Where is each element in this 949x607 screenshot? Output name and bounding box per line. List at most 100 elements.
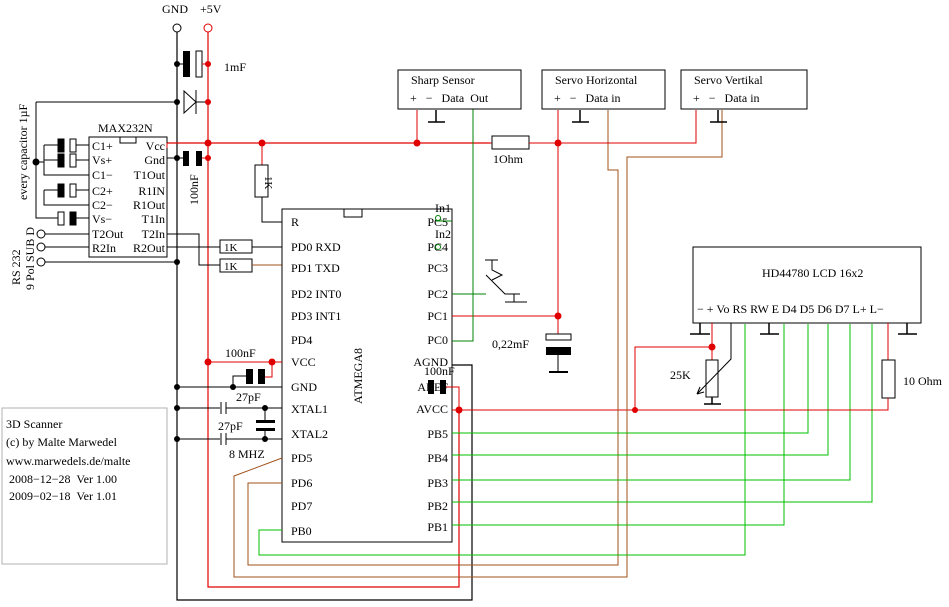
atmega-pin-left: VCC	[291, 355, 316, 369]
capacitor-27pf-1-label: 27pF	[236, 390, 261, 404]
atmega8-name: ATMEGA8	[351, 348, 365, 404]
capacitor-022mf-label: 0,22mF	[492, 337, 529, 351]
resistor-1k-reset: 1K	[254, 143, 282, 223]
atmega-pin-right: PC0	[427, 333, 448, 347]
atmega-pin-left: PD0 RXD	[291, 240, 341, 254]
crystal-label: 8 MHZ	[229, 447, 265, 461]
atmega-pin-right: AGND	[413, 355, 448, 369]
max232-pin-r6: T1In	[142, 212, 165, 226]
info-line-2: (c) by Malte Marwedel	[6, 435, 118, 449]
resistor-10ohm-label: 10 Ohm	[903, 374, 943, 388]
wire-pb0	[258, 324, 746, 556]
capacitor-100nf-supply-label: 100nF	[187, 174, 201, 205]
max232-pin-r8: R2Out	[133, 241, 166, 255]
max232-pin-l3: C1−	[92, 168, 113, 182]
capacitor-100nf-aref-label: 100nF	[424, 364, 455, 378]
max232-pin-l4: C2+	[92, 184, 113, 198]
atmega-pin-left: XTAL1	[291, 402, 328, 416]
info-box: 3D Scanner (c) by Malte Marwedel www.mar…	[1, 407, 168, 565]
max232-pin-l5: C2−	[92, 198, 113, 212]
wire-pd6	[247, 110, 619, 566]
module-servo-vertikal: Servo Vertikal + − Data in	[680, 69, 808, 123]
vcc-terminal	[203, 23, 213, 33]
atmega-pin-right: AVCC	[416, 402, 448, 416]
atmega-pin-right: PB5	[427, 427, 448, 441]
atmega-pin-right: PC2	[427, 287, 448, 301]
max232-chip: MAX232N C1+ Vs+ C1− C2+ C2− Vs− T2Out R2…	[88, 121, 168, 258]
atmega-pin-right: PC3	[427, 261, 448, 275]
resistor-1ohm-label: 1Ohm	[493, 152, 524, 166]
atmega-pin-left: GND	[291, 380, 317, 394]
atmega-pin-left: PD6	[291, 476, 312, 490]
max232-name: MAX232N	[98, 121, 153, 135]
module-sharp-sensor-name: Sharp Sensor	[411, 73, 475, 87]
info-line-3: www.marwedels.de/malte	[6, 454, 131, 468]
max232-pin-l8: R2In	[92, 241, 116, 255]
atmega-pin-left: PD4	[291, 333, 312, 347]
crystal-section: 27pF 27pF 8 MHZ	[174, 390, 282, 461]
capacitor-note: every capacitor 1µF	[16, 103, 30, 200]
atmega-pin-left: PD5	[291, 451, 312, 465]
wire-pb4	[452, 324, 829, 456]
capacitor-100nf-vcc-label: 100nF	[225, 346, 256, 360]
rs232-connector: RS 232 9 Pol SUB D	[9, 227, 180, 290]
input-in1-terminal	[435, 215, 441, 221]
lcd-module: HD44780 LCD 16x2 − + Vo RS RW E D4 D5 D6…	[632, 246, 943, 413]
capacitor-100nf-supply: 100nF	[167, 151, 211, 205]
capacitor-1mf-label: 1mF	[224, 60, 246, 74]
input-in2-terminal	[435, 244, 441, 250]
atmega-pin-right: PB3	[427, 476, 448, 490]
input-in2-label: In2	[435, 227, 451, 241]
atmega-pin-right: PC5	[427, 215, 448, 229]
lcd-pins: − + Vo RS RW E D4 D5 D6 D7 L+ L−	[697, 302, 884, 316]
max232-pin-r7: T2In	[142, 227, 165, 241]
atmega-pin-left: PD1 TXD	[291, 261, 340, 275]
info-line-5: 2009−02−18 Ver 1.01	[6, 489, 117, 503]
potentiometer-25k-label: 25K	[670, 368, 691, 382]
lcd-name: HD44780 LCD 16x2	[762, 266, 863, 280]
max232-pin-l1: C1+	[92, 139, 113, 153]
module-servo-horizontal: Servo Horizontal + − Data in	[541, 69, 666, 123]
wire-pb1	[452, 324, 785, 526]
gnd-label: GND	[162, 2, 188, 16]
rs232-label-2: 9 Pol SUB D	[23, 227, 37, 290]
max232-capacitors	[32, 102, 89, 226]
module-servo-horizontal-name: Servo Horizontal	[555, 73, 638, 87]
max232-pin-l2: Vs+	[92, 153, 112, 167]
power-rail	[207, 32, 460, 588]
max232-pin-r3: T1Out	[134, 168, 166, 182]
pc-wiring: In1 In2	[435, 108, 562, 342]
gnd-terminal	[172, 23, 182, 33]
info-line-1: 3D Scanner	[6, 417, 62, 431]
atmega-pin-left: PB0	[291, 524, 312, 538]
aref-capacitor: 100nF	[424, 364, 640, 414]
atmega-pin-right: PB2	[427, 499, 448, 513]
max232-pin-r5: R1Out	[133, 198, 166, 212]
module-sharp-sensor-pins: + − Data Out	[410, 91, 489, 105]
power-terminals: GND +5V	[162, 2, 222, 33]
max232-pin-l6: Vs−	[92, 212, 112, 226]
atmega-pin-left: R	[291, 215, 299, 229]
atmega-pin-left: PD2 INT0	[291, 287, 341, 301]
module-sharp-sensor: Sharp Sensor + − Data Out	[397, 69, 522, 123]
capacitor-27pf-2-label: 27pF	[218, 419, 243, 433]
info-line-4: 2008−12−28 Ver 1.00	[6, 472, 117, 486]
module-servo-vertikal-pins: + − Data in	[693, 91, 760, 105]
resistor-1k-reset-label: 1K	[262, 176, 274, 190]
atmega-pin-right: PB1	[427, 520, 448, 534]
max232-pin-r4: R1IN	[138, 184, 165, 198]
uart-wiring: 1K 1K	[166, 143, 282, 273]
resistor-1k-rxd-label: 1K	[224, 242, 238, 254]
atmega-pin-left: XTAL2	[291, 427, 328, 441]
wire-pb5	[452, 324, 809, 434]
resistor-1k-txd-label: 1K	[224, 261, 238, 273]
max232-pin-r2: Gnd	[144, 153, 165, 167]
rs232-label-1: RS 232	[9, 249, 23, 285]
resistor-1ohm: 1Ohm	[413, 110, 697, 166]
max232-pin-r1: Vcc	[146, 139, 165, 153]
atmega-pin-left: PD3 INT1	[291, 309, 341, 323]
module-servo-horizontal-pins: + − Data in	[554, 91, 621, 105]
wire-pb2	[452, 324, 873, 503]
atmega-vcc-decoupling: 100nF	[174, 346, 282, 390]
